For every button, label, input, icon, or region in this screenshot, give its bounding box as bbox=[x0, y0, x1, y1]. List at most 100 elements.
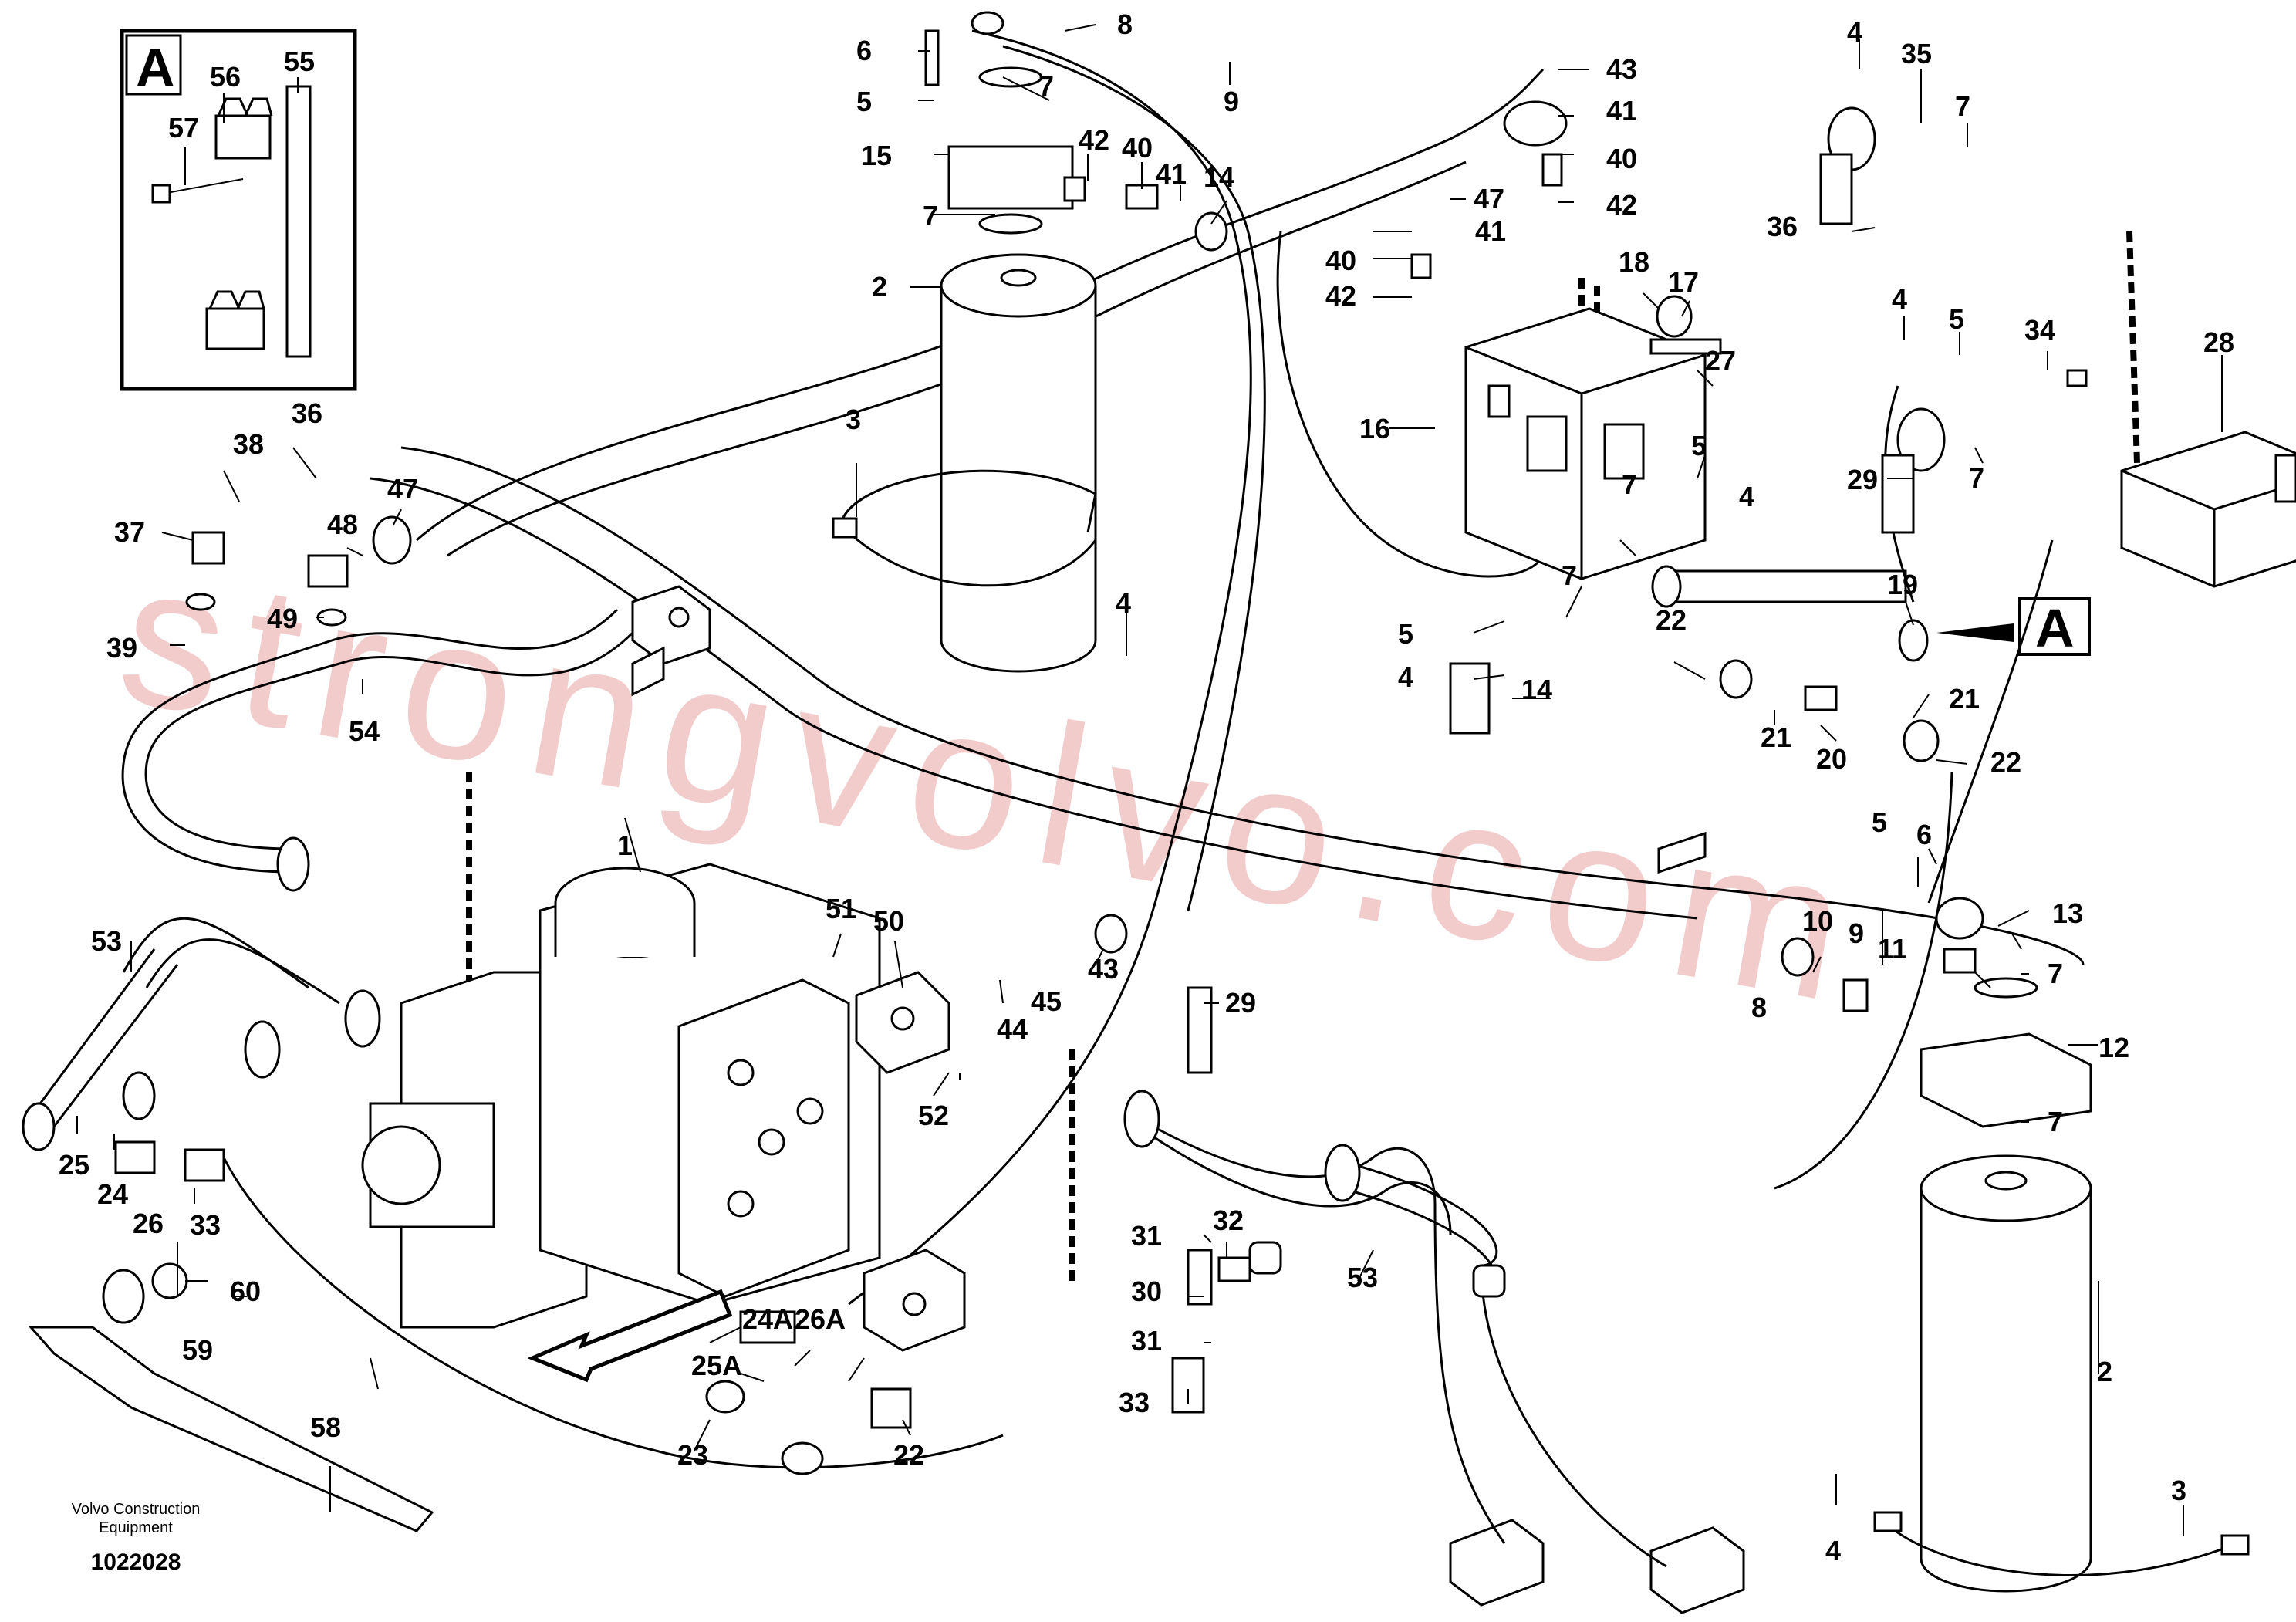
flange-lower-right bbox=[1649, 1526, 1745, 1614]
detail-view-letter-box bbox=[125, 34, 182, 96]
callout-21-right: 21 bbox=[1949, 683, 1980, 715]
fittings bbox=[114, 11, 2088, 1475]
flanges bbox=[631, 585, 1745, 1614]
callout-40-top: 40 bbox=[1122, 132, 1153, 164]
callout-10: 10 bbox=[1802, 905, 1833, 937]
callout-19: 19 bbox=[1887, 569, 1918, 600]
pipes bbox=[22, 608, 1667, 1568]
callout-28: 28 bbox=[2203, 326, 2234, 358]
solenoid-valve-block bbox=[1464, 307, 1707, 580]
callout-57: 57 bbox=[168, 112, 199, 144]
callout-58: 58 bbox=[310, 1411, 341, 1443]
callout-4-lower-valve: 4 bbox=[1398, 661, 1413, 693]
callout-47-right: 47 bbox=[1474, 183, 1504, 215]
callout-2-upper: 2 bbox=[872, 271, 887, 302]
detail-view-a: A 57 56 55 bbox=[120, 29, 357, 391]
direction-arrow bbox=[527, 1289, 733, 1383]
callout-44: 44 bbox=[997, 1013, 1028, 1045]
callout-41-top: 41 bbox=[1156, 158, 1187, 190]
callout-53-right: 53 bbox=[1347, 1262, 1378, 1293]
callout-6-bottom-right: 6 bbox=[1916, 819, 1932, 850]
callout-33-lower: 33 bbox=[1119, 1387, 1150, 1418]
view-marker-letter: A bbox=[2035, 598, 2075, 658]
callout-60: 60 bbox=[230, 1276, 261, 1307]
clamps bbox=[832, 469, 2250, 1576]
callout-26a: 26A bbox=[795, 1303, 846, 1335]
callout-4-valve: 4 bbox=[1739, 481, 1754, 512]
callout-54: 54 bbox=[349, 715, 380, 747]
callout-14-top: 14 bbox=[1204, 161, 1234, 193]
callout-21-left: 21 bbox=[1761, 721, 1791, 753]
callout-36-right: 36 bbox=[1767, 211, 1798, 242]
callout-15: 15 bbox=[861, 140, 892, 171]
callout-40-valve: 40 bbox=[1325, 245, 1356, 276]
callout-6-top: 6 bbox=[856, 35, 872, 66]
callout-50: 50 bbox=[873, 905, 904, 937]
callout-12: 12 bbox=[2098, 1032, 2129, 1063]
callout-42-valve: 42 bbox=[1325, 280, 1356, 312]
main-pump-assembly bbox=[361, 863, 881, 1329]
callout-42-top: 42 bbox=[1079, 124, 1109, 156]
bracket-58 bbox=[28, 1262, 434, 1532]
view-marker-a: A bbox=[1936, 597, 2091, 658]
callout-8-bottom: 8 bbox=[1751, 992, 1767, 1023]
callout-7-accumulator: 7 bbox=[923, 200, 938, 231]
callout-5-bottom-right: 5 bbox=[1872, 806, 1887, 838]
callout-5-right: 5 bbox=[1949, 303, 1964, 335]
detail-view-letter: A bbox=[136, 38, 175, 98]
callout-4-top-right: 4 bbox=[1847, 16, 1862, 48]
leader-lines bbox=[76, 24, 2223, 1536]
callout-22-top: 22 bbox=[1656, 604, 1687, 636]
callout-31-lower: 31 bbox=[1131, 1325, 1162, 1357]
valve-block-12 bbox=[1920, 1032, 2092, 1128]
callout-17: 17 bbox=[1668, 266, 1699, 298]
maker-line-2: Equipment bbox=[99, 1519, 173, 1536]
accumulator-upper bbox=[940, 66, 1097, 673]
callout-42-right: 42 bbox=[1606, 189, 1637, 221]
callout-29-middle: 29 bbox=[1225, 987, 1256, 1019]
callout-47-left: 47 bbox=[387, 473, 418, 505]
callout-7-block-top: 7 bbox=[2048, 958, 2063, 989]
callout-20: 20 bbox=[1816, 743, 1847, 775]
callout-34: 34 bbox=[2024, 314, 2055, 346]
callout-40-right: 40 bbox=[1606, 143, 1637, 174]
callout-7-valve: 7 bbox=[1622, 468, 1637, 500]
callout-30: 30 bbox=[1131, 1276, 1162, 1307]
callout-1: 1 bbox=[617, 830, 633, 861]
callout-53-left: 53 bbox=[91, 925, 122, 957]
callout-14-lower: 14 bbox=[1521, 674, 1552, 705]
callout-29-right: 29 bbox=[1847, 464, 1878, 495]
callout-7-right: 7 bbox=[1969, 462, 1984, 494]
callout-48: 48 bbox=[327, 509, 358, 540]
callout-43-top: 43 bbox=[1606, 53, 1637, 85]
callout-25: 25 bbox=[59, 1149, 89, 1181]
clamp-bolt bbox=[151, 184, 171, 204]
valve-block-28 bbox=[2120, 431, 2296, 588]
callout-8-top: 8 bbox=[1117, 8, 1133, 40]
callout-35: 35 bbox=[1901, 38, 1932, 69]
callout-3-upper: 3 bbox=[846, 404, 861, 435]
callout-59: 59 bbox=[182, 1334, 213, 1366]
callout-52: 52 bbox=[918, 1100, 949, 1131]
callout-9-top: 9 bbox=[1224, 86, 1239, 117]
callout-7-valve-lower: 7 bbox=[1562, 559, 1577, 591]
callout-16: 16 bbox=[1359, 413, 1390, 444]
callout-55: 55 bbox=[284, 46, 315, 77]
callout-26: 26 bbox=[133, 1208, 164, 1239]
callout-27: 27 bbox=[1705, 345, 1736, 377]
callout-23: 23 bbox=[677, 1439, 708, 1471]
diagram-footer: Volvo Construction Equipment 1022028 bbox=[72, 1501, 201, 1575]
callout-25a: 25A bbox=[691, 1350, 742, 1381]
callout-2-lower: 2 bbox=[2097, 1356, 2112, 1387]
callout-5-valve: 5 bbox=[1691, 430, 1707, 461]
callout-39: 39 bbox=[106, 632, 137, 664]
callout-24a: 24A bbox=[742, 1303, 793, 1335]
callout-13: 13 bbox=[2052, 897, 2083, 929]
clamp-bar bbox=[285, 85, 312, 358]
callout-4-bottom: 4 bbox=[1825, 1535, 1841, 1566]
callout-24: 24 bbox=[97, 1178, 128, 1210]
accumulator-lower bbox=[1920, 948, 2092, 1593]
valve-block-15 bbox=[947, 145, 1074, 210]
callout-51: 51 bbox=[826, 893, 856, 924]
